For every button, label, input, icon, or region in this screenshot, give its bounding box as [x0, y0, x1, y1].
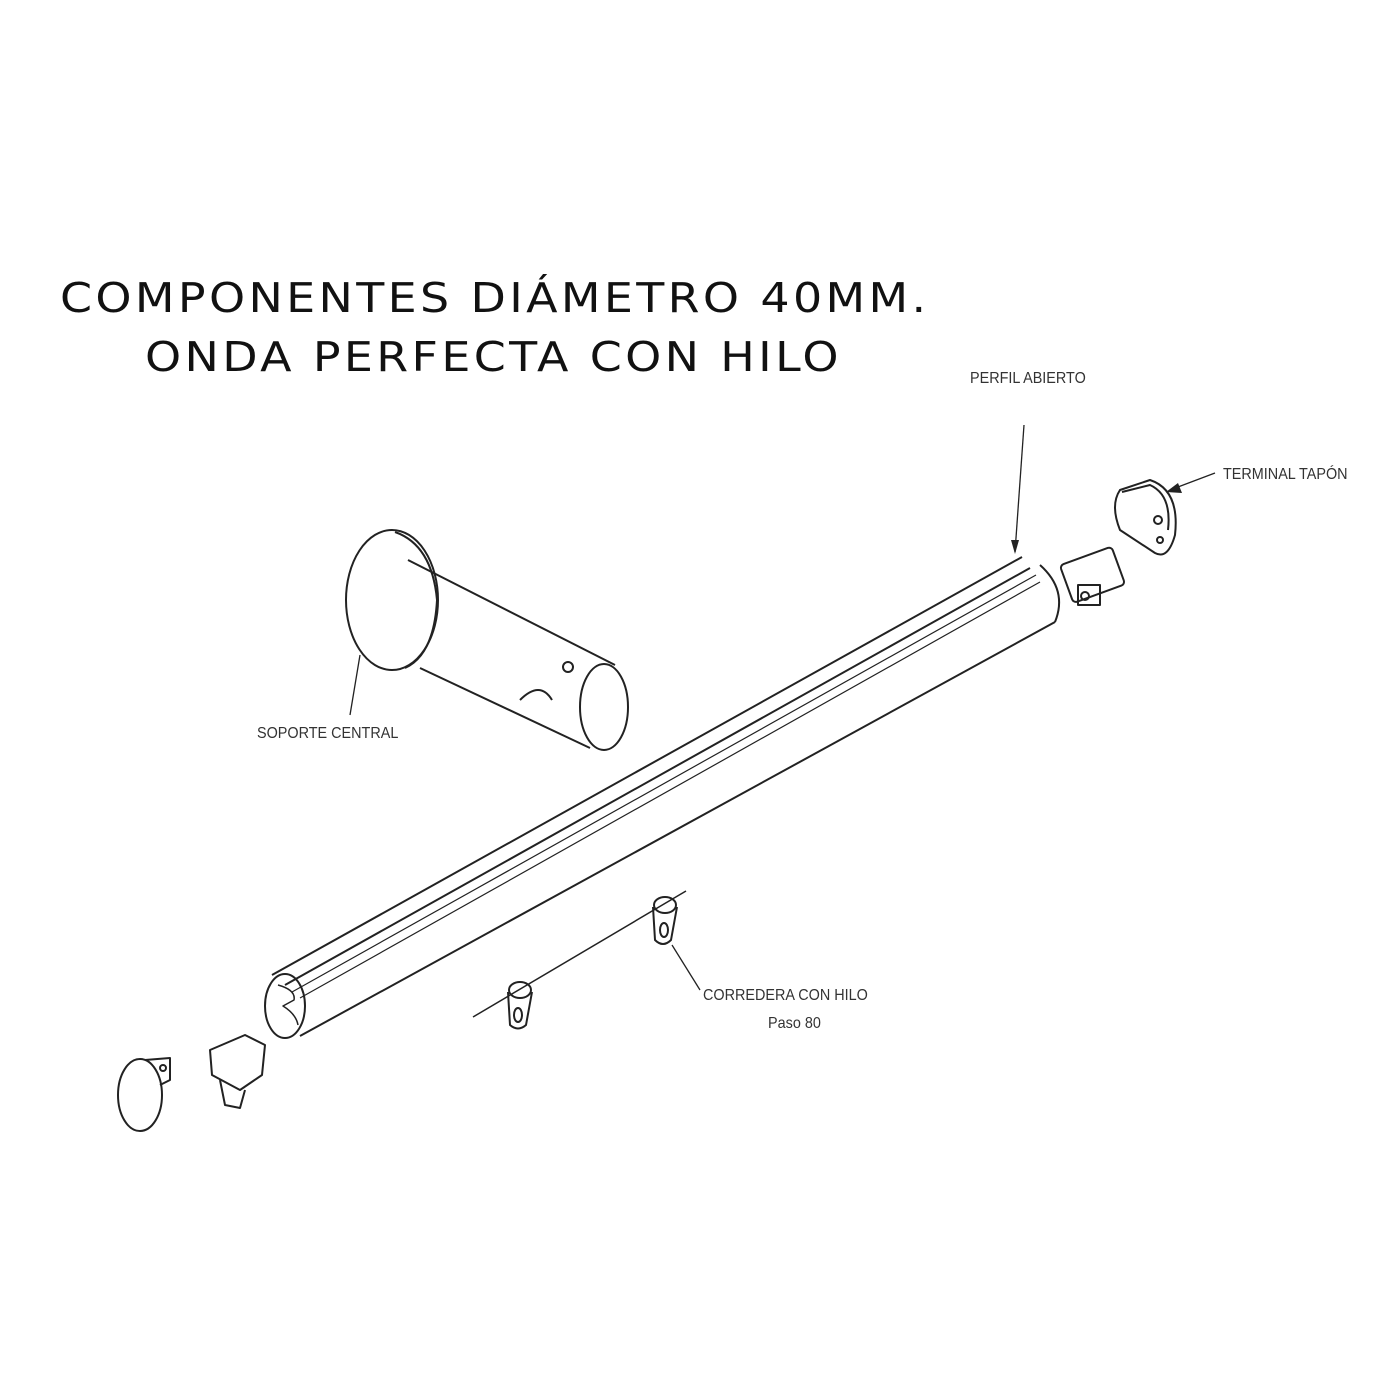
label-corredera-con-hilo: CORREDERA CON HILO — [703, 987, 868, 1004]
diagram-title-line2: ONDA PERFECTA CON HILO — [145, 333, 842, 381]
terminal-cap-left — [117, 1057, 171, 1132]
diagram-title-line1: COMPONENTES DIÁMETRO 40MM. — [60, 274, 930, 322]
slider-1 — [507, 981, 533, 1030]
label-soporte-central: SOPORTE CENTRAL — [257, 725, 399, 742]
open-profile-rail — [264, 556, 1061, 1039]
label-paso: Paso 80 — [768, 1015, 821, 1032]
left-glider — [209, 1034, 266, 1109]
soporte-pointer — [349, 654, 361, 716]
slider-2 — [652, 896, 678, 945]
perfil-pointer — [1014, 424, 1025, 553]
terminal-cap-right — [1114, 479, 1177, 556]
label-terminal-tapon: TERMINAL TAPÓN — [1223, 466, 1348, 483]
corredera-pointer — [671, 944, 701, 991]
central-support — [345, 529, 629, 751]
right-glider — [1059, 546, 1126, 606]
label-perfil-abierto: PERFIL ABIERTO — [970, 370, 1086, 387]
